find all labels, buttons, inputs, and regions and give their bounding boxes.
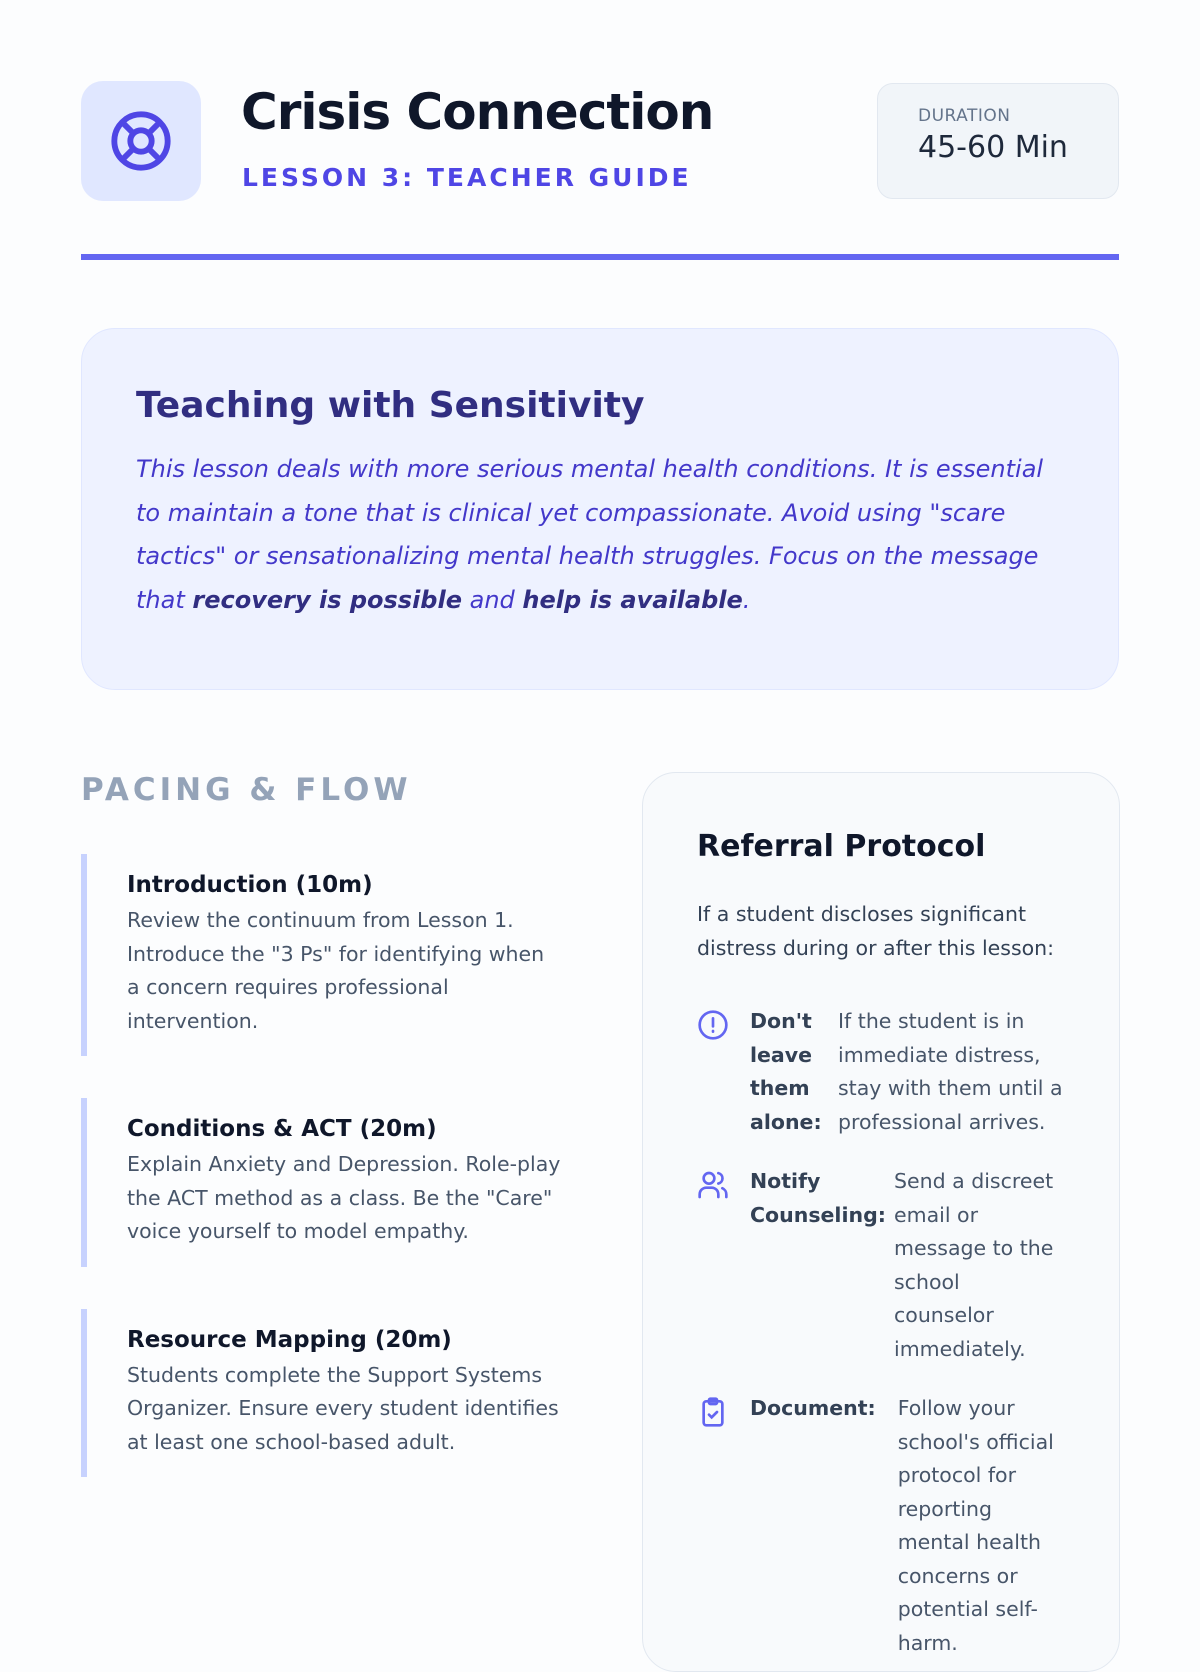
duration-badge: DURATION 45-60 Min [877,83,1119,199]
referral-intro: If a student discloses significant distr… [697,902,1055,960]
alert-circle-icon [697,1005,750,1139]
sensitivity-body: This lesson deals with more serious ment… [136,455,1044,614]
pacing-step: Conditions & ACT (20m) Explain Anxiety a… [81,1098,561,1267]
referral-term: Notify Counseling: [750,1169,886,1227]
header-divider [81,254,1119,260]
lifebuoy-icon [81,81,201,201]
pacing-heading: PACING & FLOW [81,772,412,808]
clipboard-check-icon [697,1392,750,1660]
page-title: Crisis Connection [241,83,714,141]
sensitivity-connector: and [461,585,523,614]
emphasis-recovery: recovery is possible [192,585,462,614]
duration-value: 45-60 Min [918,130,1068,165]
referral-desc: Send a discreet email or message to the … [894,1169,1054,1361]
step-text: Explain Anxiety and Depression. Role-pla… [127,1152,561,1243]
referral-protocol-card: Referral Protocol If a student discloses… [642,772,1120,1672]
referral-term: Don't leave them alone: [750,1009,822,1134]
pacing-section: PACING & FLOW Introduction (10m) Review … [81,772,561,1519]
emphasis-help: help is available [522,585,743,614]
sensitivity-end: . [742,585,751,614]
referral-term: Document: [750,1396,876,1420]
users-icon [697,1165,750,1366]
referral-desc: If the student is in immediate distress,… [838,1009,1063,1134]
step-text: Review the continuum from Lesson 1. Intr… [127,908,545,1033]
step-title: Resource Mapping (20m) [127,1326,452,1353]
referral-item: Don't leave them alone: If the student i… [697,1005,1065,1139]
referral-desc: Follow your school's official protocol f… [897,1396,1054,1655]
step-title: Conditions & ACT (20m) [127,1116,437,1142]
referral-item: Document: Follow your school's official … [697,1392,1065,1660]
sensitivity-heading: Teaching with Sensitivity [136,385,645,426]
pacing-step: Resource Mapping (20m) Students complete… [81,1308,561,1477]
step-text: Students complete the Support Systems Or… [127,1362,559,1454]
header: Crisis Connection LESSON 3: TEACHER GUID… [81,81,1119,201]
referral-item: Notify Counseling: Send a discreet email… [697,1165,1065,1366]
referral-heading: Referral Protocol [697,829,986,864]
page-subtitle: LESSON 3: TEACHER GUIDE [242,163,692,192]
sensitivity-callout: Teaching with Sensitivity This lesson de… [81,328,1119,690]
sensitivity-text: This lesson deals with more serious ment… [136,448,1064,622]
step-title: Introduction (10m) [127,872,373,898]
duration-label: DURATION [918,106,1011,126]
pacing-step: Introduction (10m) Review the continuum … [81,854,561,1056]
